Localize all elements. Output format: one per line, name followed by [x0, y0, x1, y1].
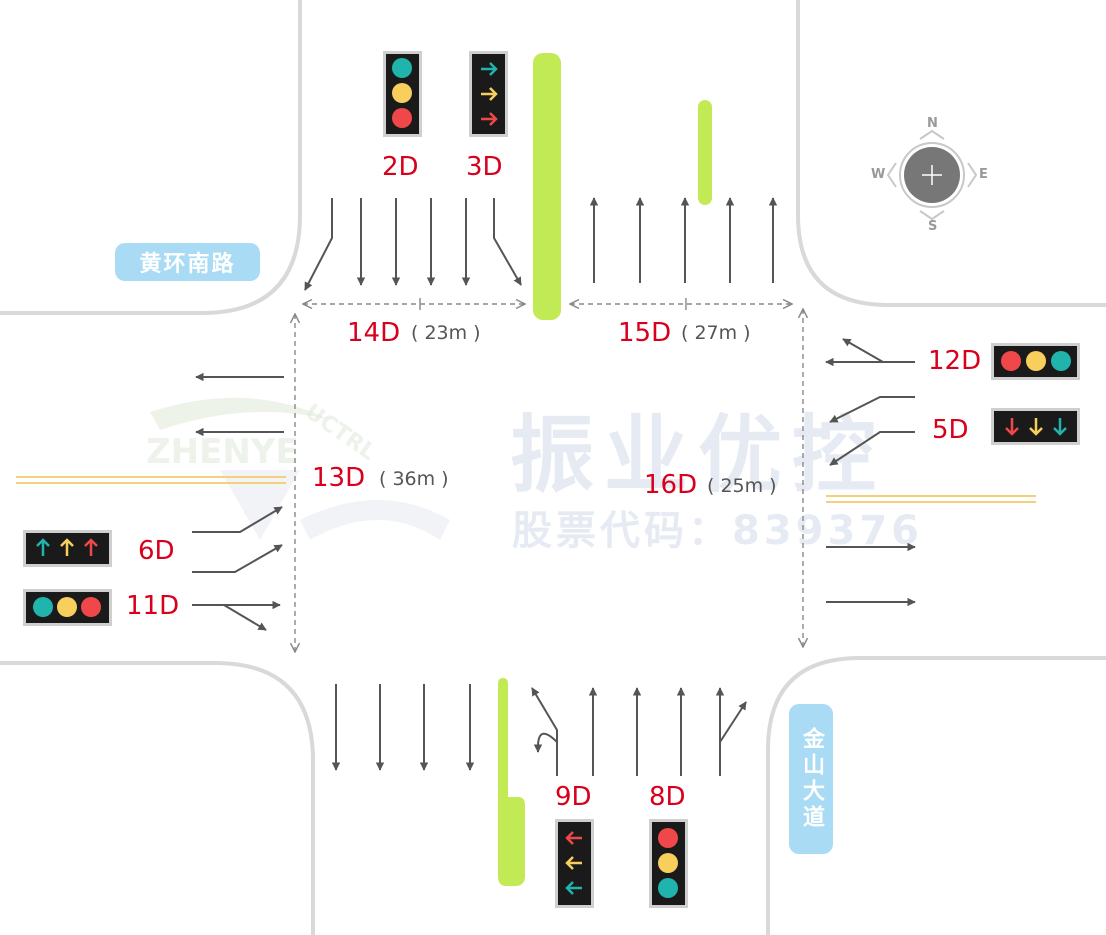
watermark-logo: [150, 397, 450, 540]
signal-12d: [991, 343, 1080, 380]
watermark-logo-text: ZHENYE: [146, 432, 299, 472]
signal-11d: [23, 589, 112, 626]
signal-3d: [469, 51, 508, 137]
arrow-e-right: [842, 338, 915, 363]
arrow-e-left-1: [829, 396, 915, 423]
phase-label-9d: 9D: [555, 782, 592, 812]
center-lines: [16, 476, 1036, 503]
phase-label-2d: 2D: [382, 152, 419, 182]
signal-6d: [23, 530, 112, 567]
arrow-s-left: [531, 687, 558, 776]
road-edge-se: [766, 656, 1106, 935]
phase-label-5d: 5D: [932, 415, 969, 445]
road-edge-ne: [796, 0, 1106, 307]
signal-2d: [383, 51, 422, 137]
road-name-east-west: 黄环南路: [115, 243, 260, 281]
arrow-w-right: [223, 604, 267, 631]
phase-label-11d: 11D: [126, 591, 180, 621]
median-south: [498, 678, 525, 886]
crosswalk-dimensions: [295, 304, 803, 652]
signal-5d: [991, 408, 1080, 445]
signal-8d: [649, 819, 688, 908]
road-edge-sw: [0, 661, 315, 935]
phase-label-3d: 3D: [466, 152, 503, 182]
dimension-ticks: [419, 298, 687, 310]
distance-15d: ( 27m ): [681, 322, 751, 344]
arrow-s-right: [719, 701, 747, 743]
signal-9d: [555, 819, 594, 908]
lane-arrows: [192, 197, 916, 776]
road-name-north-south: 金山大道: [789, 704, 833, 854]
distance-13d: ( 36m ): [379, 468, 449, 490]
compass: [886, 129, 978, 221]
compass-w: W: [871, 167, 886, 182]
distance-16d: ( 25m ): [707, 475, 777, 497]
compass-e: E: [979, 167, 988, 182]
phase-label-14d: 14D: [347, 318, 401, 348]
arrow-n-left: [304, 198, 333, 291]
arrow-n-right: [493, 198, 522, 286]
arrow-e-left-2: [829, 431, 915, 466]
median-north-small: [698, 100, 712, 205]
compass-s: S: [928, 219, 938, 234]
compass-n: N: [927, 116, 938, 131]
medians: [498, 53, 712, 886]
phase-label-15d: 15D: [618, 318, 672, 348]
distance-14d: ( 23m ): [411, 322, 481, 344]
median-north: [533, 53, 561, 320]
phase-label-6d: 6D: [138, 536, 175, 566]
arrow-w-left-1: [192, 506, 283, 533]
phase-label-13d: 13D: [312, 463, 366, 493]
phase-label-12d: 12D: [928, 346, 982, 376]
phase-label-8d: 8D: [649, 782, 686, 812]
arrow-w-left-2: [192, 544, 283, 573]
road-edge-nw: [0, 0, 302, 315]
watermark-brand: 振业优控: [510, 406, 887, 504]
arrow-s-uturn: [533, 732, 558, 753]
phase-label-16d: 16D: [644, 470, 698, 500]
